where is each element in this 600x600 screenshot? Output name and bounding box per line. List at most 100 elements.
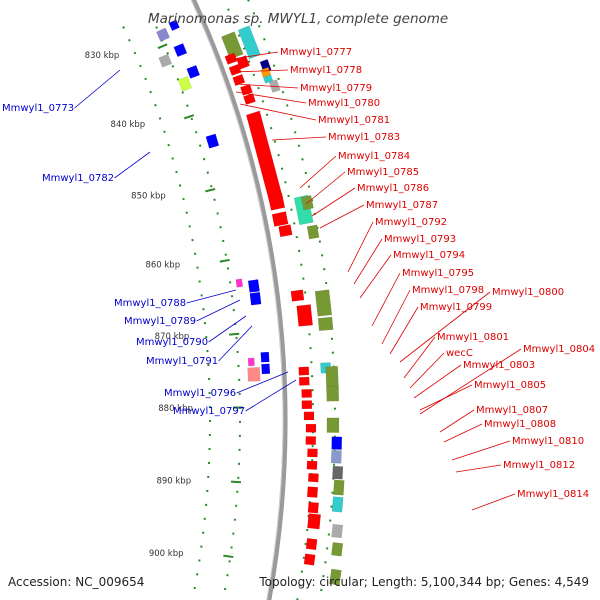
leader-line: [319, 204, 365, 229]
gene-feature: [278, 224, 293, 238]
major-tick: [223, 554, 234, 559]
gene-label-forward: Mmwyl1_0800: [492, 287, 564, 298]
leader-line: [443, 423, 483, 443]
major-tick: [183, 114, 195, 120]
gene-feature: [330, 450, 342, 464]
gene-feature: [298, 376, 310, 386]
gene-feature: [271, 211, 289, 227]
gene-feature: [325, 366, 339, 391]
leader-line: [455, 464, 502, 473]
scale-label: 880 kbp: [158, 404, 193, 414]
scale-ticks: [157, 43, 243, 559]
leader-line: [371, 272, 401, 327]
scale-label: 890 kbp: [156, 477, 191, 487]
gene-feature: [224, 52, 238, 65]
gene-feature: [156, 27, 171, 42]
leader-line: [413, 364, 462, 399]
leader-line: [359, 254, 392, 299]
gene-feature: [177, 76, 193, 92]
gene-feature: [173, 43, 188, 58]
gene-feature: [247, 357, 255, 367]
gene-feature: [260, 351, 270, 363]
gene-label-forward: Mmwyl1_0799: [420, 302, 492, 313]
gene-labels: Mmwyl1_0777Mmwyl1_0778Mmwyl1_0779Mmwyl1_…: [2, 47, 595, 500]
leader-line: [347, 221, 374, 273]
gene-feature: [329, 568, 342, 586]
gene-label-forward: Mmwyl1_0780: [308, 98, 380, 109]
leader-line: [381, 289, 411, 345]
gene-label-reverse: Mmwyl1_0788: [114, 298, 186, 309]
gene-feature: [307, 501, 319, 514]
gene-label-forward: Mmwyl1_0787: [366, 200, 438, 211]
gene-label-reverse: Mmwyl1_0773: [2, 103, 74, 114]
gene-label-reverse: Mmwyl1_0782: [42, 173, 114, 184]
leader-line: [311, 187, 356, 217]
leader-line: [389, 306, 419, 355]
gene-label-reverse: Mmwyl1_0797: [173, 406, 245, 417]
gene-label-forward: Mmwyl1_0783: [328, 132, 400, 143]
gene-feature: [228, 63, 242, 76]
gene-label-reverse: Mmwyl1_0796: [164, 388, 236, 399]
scale-label: 870 kbp: [155, 332, 190, 342]
gene-feature: [326, 386, 340, 402]
gene-label-forward: Mmwyl1_0798: [412, 285, 484, 296]
leader-line: [353, 238, 383, 285]
leader-line: [451, 440, 511, 461]
gene-feature: [305, 436, 317, 445]
leader-line: [208, 315, 247, 343]
gene-feature: [306, 460, 318, 470]
gene-label-forward: Mmwyl1_0807: [476, 405, 548, 416]
gene-feature: [290, 289, 305, 302]
leader-line: [235, 91, 307, 104]
gene-label-forward: Mmwyl1_0794: [393, 250, 465, 261]
gene-feature: [301, 400, 313, 410]
gene-label-forward: Mmwyl1_0786: [357, 183, 429, 194]
leader-line: [271, 136, 327, 141]
guide-ring-0: [122, 26, 211, 597]
gene-feature: [331, 436, 343, 450]
gene-feature: [314, 289, 333, 317]
gene-feature: [305, 538, 318, 551]
gene-feature: [331, 523, 344, 539]
gene-label-reverse: Mmwyl1_0790: [136, 337, 208, 348]
map-title: Marinomonas sp. MWYL1, complete genome: [148, 11, 448, 27]
gene-feature: [186, 64, 201, 79]
gene-feature: [221, 31, 244, 60]
gene-label-forward: Mmwyl1_0805: [474, 380, 546, 391]
leader-line: [245, 379, 297, 412]
gene-label-forward: Mmwyl1_0808: [484, 419, 556, 430]
gene-label-forward: Mmwyl1_0795: [402, 268, 474, 279]
leader-line: [419, 348, 522, 415]
gene-label-forward: Mmwyl1_0804: [523, 344, 595, 355]
leader-line: [439, 409, 475, 433]
gene-feature: [303, 411, 315, 421]
gene-label-forward: Mmwyl1_0785: [347, 167, 419, 178]
leader-line: [196, 299, 241, 322]
leader-line: [74, 69, 121, 109]
gene-label-forward: Mmwyl1_0803: [463, 360, 535, 371]
scale-label: 840 kbp: [111, 120, 146, 130]
leader-line: [399, 291, 491, 363]
gene-feature: [333, 479, 345, 496]
leader-line: [225, 51, 279, 61]
gene-label-forward: Mmwyl1_0810: [512, 436, 584, 447]
gene-feature: [205, 133, 220, 149]
leader-line: [235, 83, 299, 89]
gene-feature: [247, 279, 260, 293]
leader-line: [236, 371, 289, 394]
leader-line: [186, 289, 237, 304]
guide-ring-1: [149, 13, 241, 600]
scale-label: 860 kbp: [145, 261, 180, 271]
gene-label-reverse: Mmwyl1_0789: [124, 316, 196, 327]
gene-feature: [306, 224, 320, 240]
gene-feature: [331, 496, 344, 513]
leader-line: [231, 69, 289, 73]
gene-feature: [317, 316, 334, 332]
scale-label: 830 kbp: [85, 51, 120, 61]
major-tick: [157, 43, 168, 50]
feature-track: [156, 19, 345, 586]
major-tick: [230, 480, 242, 484]
guide-ring-2: [223, 0, 314, 600]
